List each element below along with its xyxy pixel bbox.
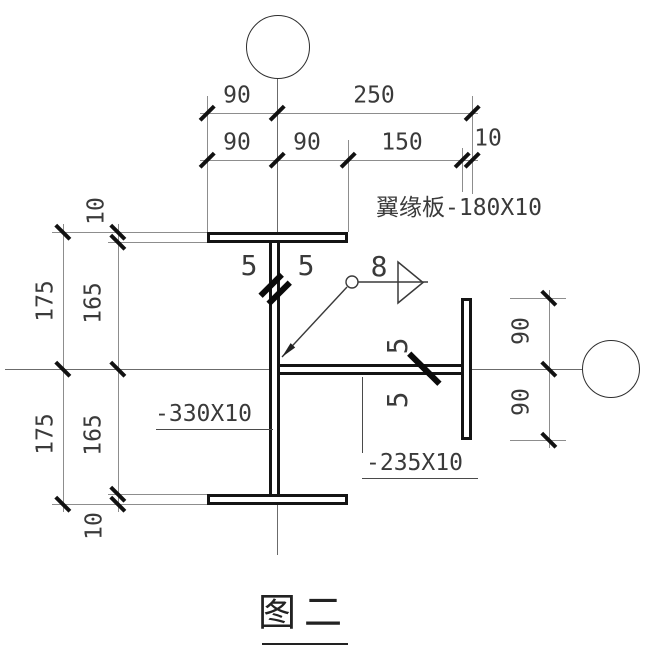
dim-label: 10 xyxy=(474,125,502,152)
right-web-plate-annotation: -235X10 xyxy=(366,450,463,476)
dim-label: 175 xyxy=(32,280,59,322)
figure-title-underline xyxy=(262,643,348,645)
dim-label: 165 xyxy=(80,282,107,324)
weld-size-label: 5 xyxy=(381,337,414,355)
bottom-flange-plate xyxy=(207,494,348,505)
dim-line-top-row1 xyxy=(200,113,478,114)
right-member-flange-plate xyxy=(461,298,472,440)
ext-line-right-plate-top xyxy=(510,298,566,299)
column-web-plate xyxy=(269,243,280,494)
ext-line-right-plate-outer xyxy=(472,96,473,194)
web-plate-annotation: -330X10 xyxy=(155,401,252,427)
leader-circle xyxy=(345,275,359,289)
leader-arrowhead xyxy=(282,343,296,357)
dim-label: 90 xyxy=(223,82,251,109)
ext-line-top-flange-top xyxy=(52,232,207,233)
ext-line-flange-left xyxy=(207,96,208,232)
weld-leader-size-label: 8 xyxy=(370,250,388,283)
dim-label: 90 xyxy=(508,388,535,416)
ext-line-bottom-flange-bottom xyxy=(52,504,207,505)
web-plate-annotation-underline xyxy=(156,429,273,431)
flange-plate-annotation: 翼缘板-180X10 xyxy=(376,195,542,221)
dim-label: 90 xyxy=(293,129,321,156)
top-flange-plate xyxy=(207,232,348,243)
figure-title: 图二 xyxy=(257,590,351,635)
weld-leader-symbol xyxy=(281,260,428,358)
grid-bubble-right xyxy=(582,340,640,398)
dim-label: 250 xyxy=(353,82,395,109)
ext-line-right-plate-bottom xyxy=(510,440,566,441)
dim-label: 10 xyxy=(83,197,110,225)
dim-line-top-row2 xyxy=(200,160,478,161)
weld-size-label: 5 xyxy=(240,249,258,282)
dim-label: 10 xyxy=(81,512,108,540)
right-member-web-plate xyxy=(277,364,462,375)
dim-label: 90 xyxy=(508,317,535,345)
right-web-plate-annotation-underline xyxy=(362,478,478,480)
ext-line-top-flange-bottom xyxy=(108,242,207,243)
weld-size-label: 5 xyxy=(381,391,414,409)
dim-label: 165 xyxy=(80,414,107,456)
ext-line-flange-right xyxy=(348,140,349,232)
dim-label: 175 xyxy=(32,413,59,455)
grid-bubble-top xyxy=(246,15,310,79)
field-weld-flag xyxy=(397,260,425,305)
ext-line-bottom-flange-top xyxy=(108,494,207,495)
dim-label: 150 xyxy=(381,129,423,156)
weld-size-label: 5 xyxy=(297,249,315,282)
right-web-plate-leader xyxy=(362,377,363,453)
dim-label: 90 xyxy=(223,129,251,156)
ext-line-right-plate-inner xyxy=(462,148,463,192)
